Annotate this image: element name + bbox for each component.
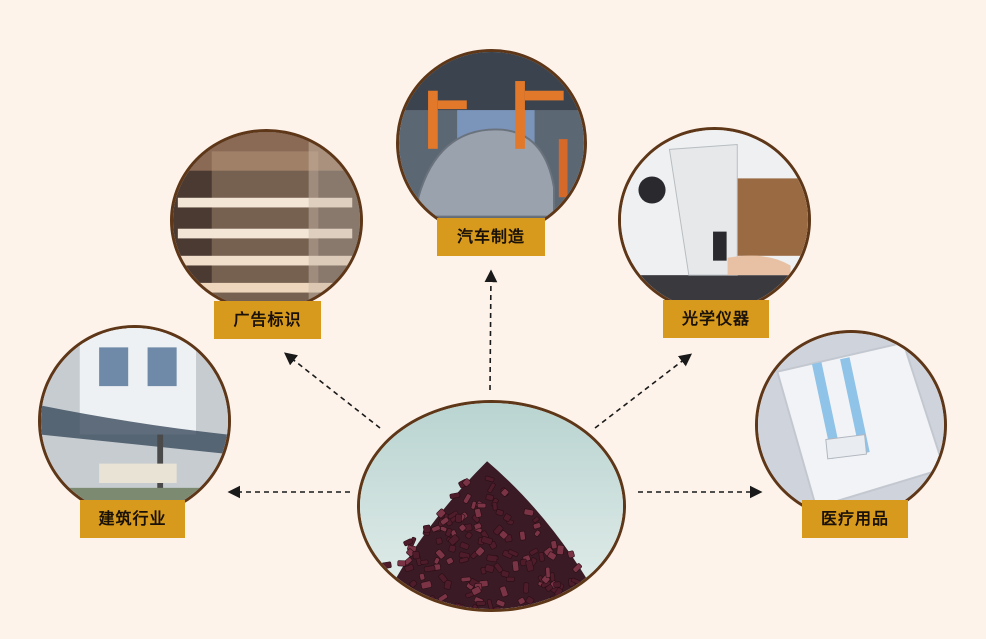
pellet: [500, 488, 510, 497]
advertising-signage-image: [170, 129, 363, 312]
label-advertising: 广告标识: [214, 301, 321, 339]
pellet: [532, 516, 540, 523]
label-optical: 光学仪器: [663, 300, 769, 338]
pellet: [572, 563, 582, 573]
pellet: [403, 538, 413, 547]
medical-supplies-image: [755, 330, 947, 520]
pellet: [484, 475, 495, 483]
pellet: [499, 585, 509, 598]
pellet: [519, 530, 526, 541]
optical-instrument-image: [618, 127, 811, 313]
pellet: [409, 579, 418, 588]
pellet: [435, 549, 446, 560]
pellet: [420, 580, 432, 590]
pellet: [474, 508, 482, 518]
pellet: [511, 560, 520, 572]
pellet: [404, 564, 415, 573]
center-pellets-image: [357, 400, 626, 612]
pellet: [523, 508, 534, 517]
pellet: [459, 541, 470, 550]
arrow-to-ad: [283, 352, 381, 429]
pellet: [471, 586, 482, 596]
construction-image: [38, 325, 231, 517]
pellet: [420, 559, 429, 565]
pellet: [481, 536, 493, 545]
pellet: [503, 513, 512, 522]
pellet: [460, 576, 472, 583]
pellet: [455, 513, 462, 523]
pellet: [475, 546, 485, 557]
pellet: [495, 509, 504, 517]
pellet: [567, 550, 575, 559]
pellet: [532, 522, 542, 530]
pellet: [473, 522, 482, 530]
pellet: [486, 554, 498, 563]
pellet: [476, 600, 486, 606]
pellet: [412, 550, 420, 560]
pellet: [440, 516, 450, 526]
pellet: [553, 581, 562, 588]
pellet: [500, 570, 510, 578]
pellet: [470, 500, 477, 510]
pellet: [507, 549, 519, 557]
pellet: [448, 544, 457, 553]
pellet: [437, 593, 448, 603]
label-auto: 汽车制造: [437, 218, 545, 256]
pellet: [445, 557, 454, 565]
pellet: [462, 478, 471, 487]
pellet: [493, 524, 504, 536]
pellet: [547, 551, 557, 561]
pellet: [545, 584, 553, 592]
arrow-to-auto: [484, 269, 498, 391]
pellet: [445, 528, 453, 537]
pellet: [517, 597, 526, 605]
pellet: [433, 557, 440, 565]
pellet: [447, 510, 459, 520]
pellet: [556, 544, 565, 556]
pellet: [525, 596, 535, 605]
pellet: [492, 502, 498, 511]
pellet: [438, 573, 448, 583]
pellet: [448, 534, 460, 546]
pellet: [419, 573, 426, 581]
pellet: [423, 524, 432, 534]
pellet: [484, 564, 495, 573]
pellet: [499, 530, 509, 540]
pellet: [549, 572, 556, 582]
arrow-to-optic: [594, 353, 693, 429]
pellet: [525, 559, 535, 572]
pellet: [436, 508, 446, 519]
pellet: [523, 582, 530, 594]
pellet: [465, 531, 473, 540]
pellet: [423, 565, 436, 573]
pellet: [505, 576, 515, 582]
pellet: [462, 493, 472, 504]
pellet: [477, 502, 487, 509]
pellet: [529, 548, 539, 556]
pellet: [486, 599, 494, 609]
pellet: [458, 556, 469, 564]
pellet: [443, 579, 452, 590]
pellet: [538, 551, 545, 562]
pellet: [431, 525, 441, 533]
pellet: [550, 540, 558, 550]
label-construction: 建筑行业: [80, 500, 185, 538]
pellet: [534, 529, 541, 537]
pellet: [381, 561, 392, 570]
pellet: [493, 562, 504, 573]
pellet: [397, 560, 407, 567]
pellet: [545, 566, 551, 579]
pellet: [485, 494, 494, 501]
pellet: [495, 599, 506, 608]
label-medical: 医疗用品: [802, 500, 908, 538]
pellet: [435, 537, 443, 545]
pellet: [449, 492, 461, 499]
pellet: [458, 523, 467, 532]
pellet: [487, 482, 496, 494]
auto-manufacturing-image: [396, 49, 587, 237]
